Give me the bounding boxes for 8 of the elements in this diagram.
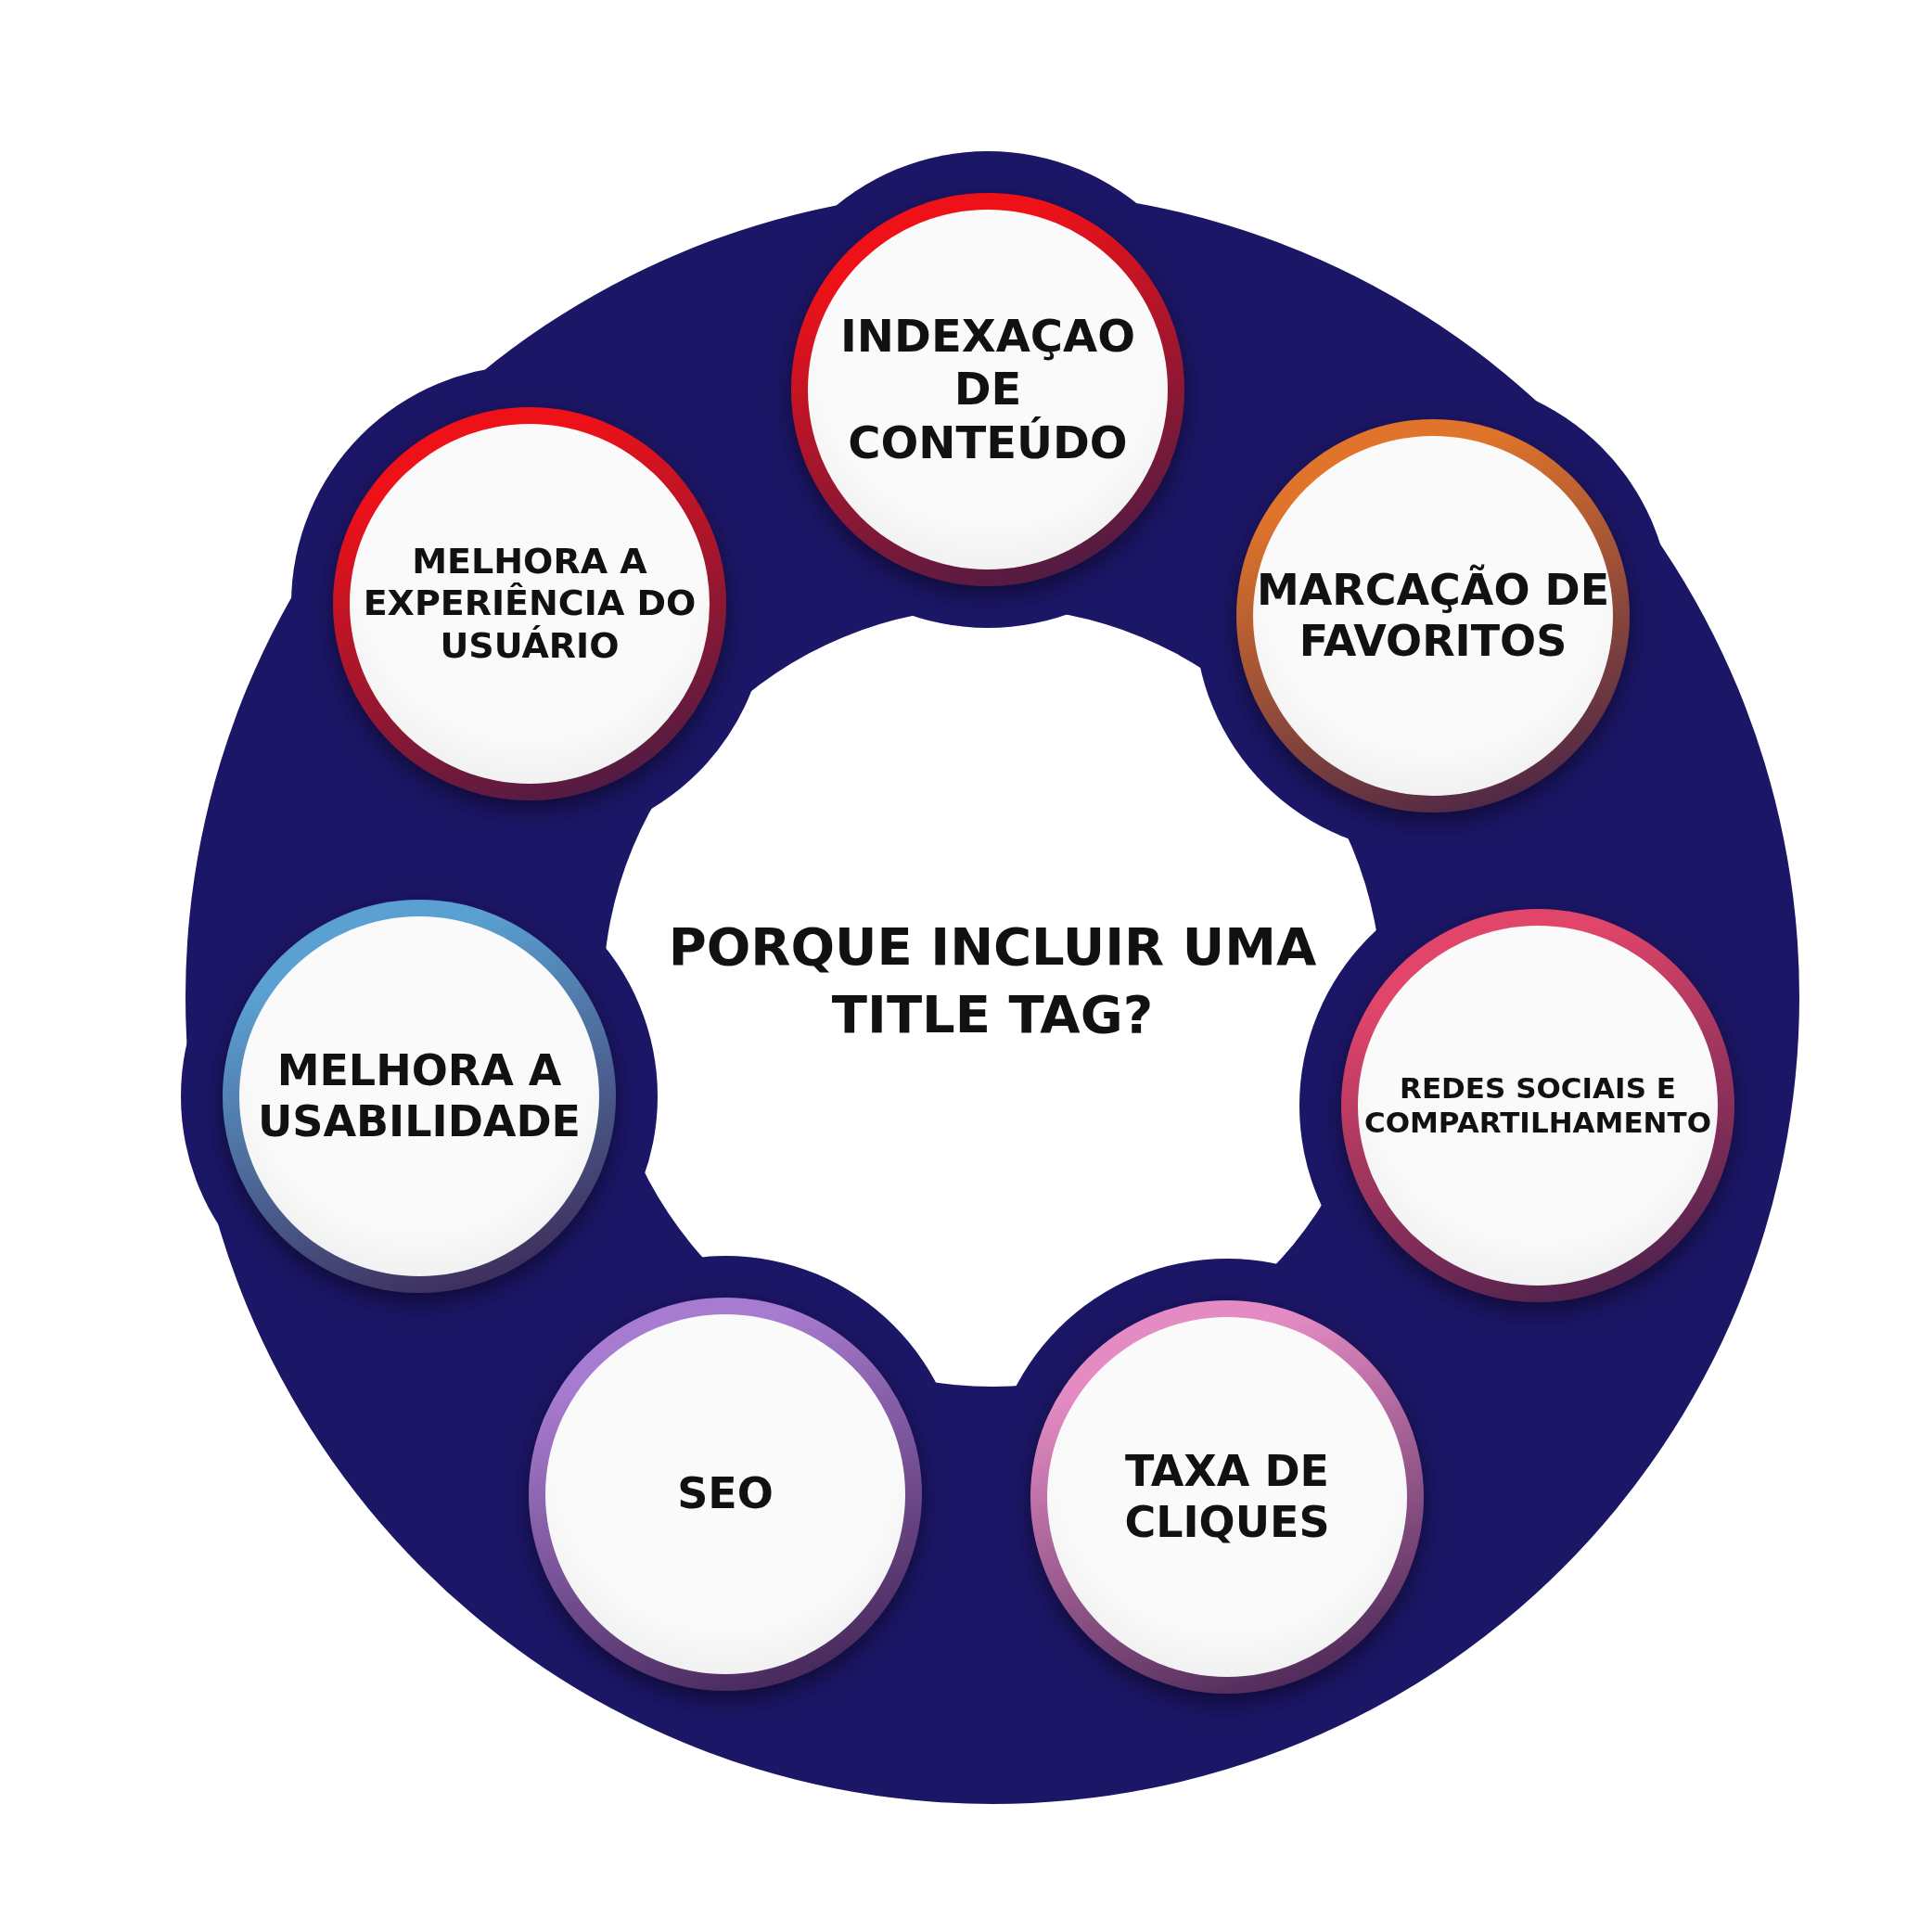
title: PORQUE INCLUIR UMA TITLE TAG?: [667, 915, 1318, 1046]
node-label: INDEXAÇAO DE CONTEÚDO: [839, 309, 1136, 470]
node-label: MARCAÇÃO DE FAVORITOS: [1255, 564, 1611, 668]
node-label: TAXA DE CLIQUES: [1123, 1445, 1331, 1549]
node-label: REDES SOCIAIS E COMPARTILHAMENTO: [1363, 1070, 1713, 1141]
node-label: MELHORA A EXPERIÊNCIA DO USUÁRIO: [362, 540, 697, 668]
node-label: SEO: [677, 1468, 774, 1520]
node-label: MELHORA A USABILIDADE: [256, 1044, 582, 1148]
